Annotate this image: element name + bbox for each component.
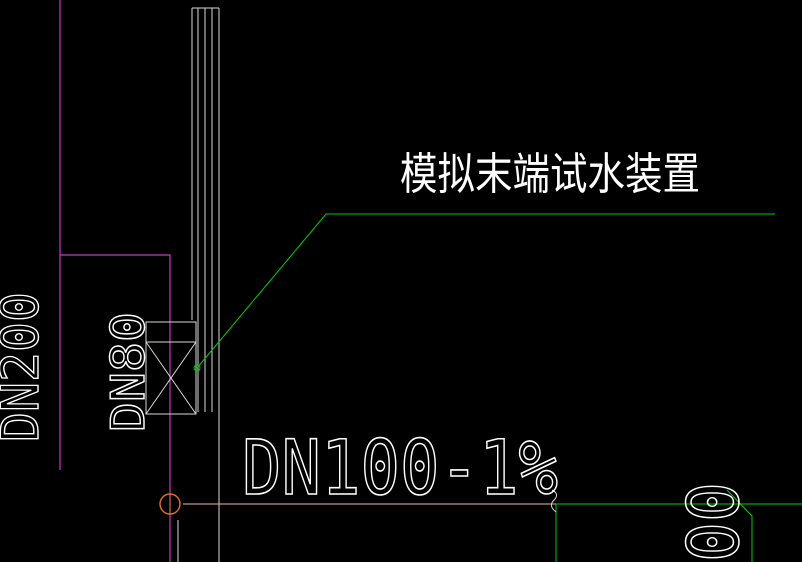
label-partial-dimension: 00: [673, 482, 755, 562]
horizontal-pipe: [159, 489, 802, 562]
label-dn100-slope: DN100-1%: [242, 423, 558, 512]
vertical-wall-lines: [191, 7, 220, 562]
magenta-pipe-outline: [59, 0, 171, 562]
label-dn80: DN80: [101, 312, 155, 432]
annotation-terminal-test-device: 模拟末端试水装置: [400, 149, 700, 200]
leader-line: [196, 213, 775, 369]
leader-anchor-dot: [193, 364, 201, 372]
valve-cross-2: [145, 341, 197, 415]
pipe-break-mark: [550, 489, 558, 513]
magenta-pipe-branch: [60, 254, 171, 562]
valve-symbol: [145, 321, 197, 415]
pipe-corner-green: [726, 489, 753, 562]
label-dn200: DN200: [0, 292, 51, 442]
valve-body-box: [145, 341, 197, 415]
annotation-leader: [193, 213, 775, 372]
